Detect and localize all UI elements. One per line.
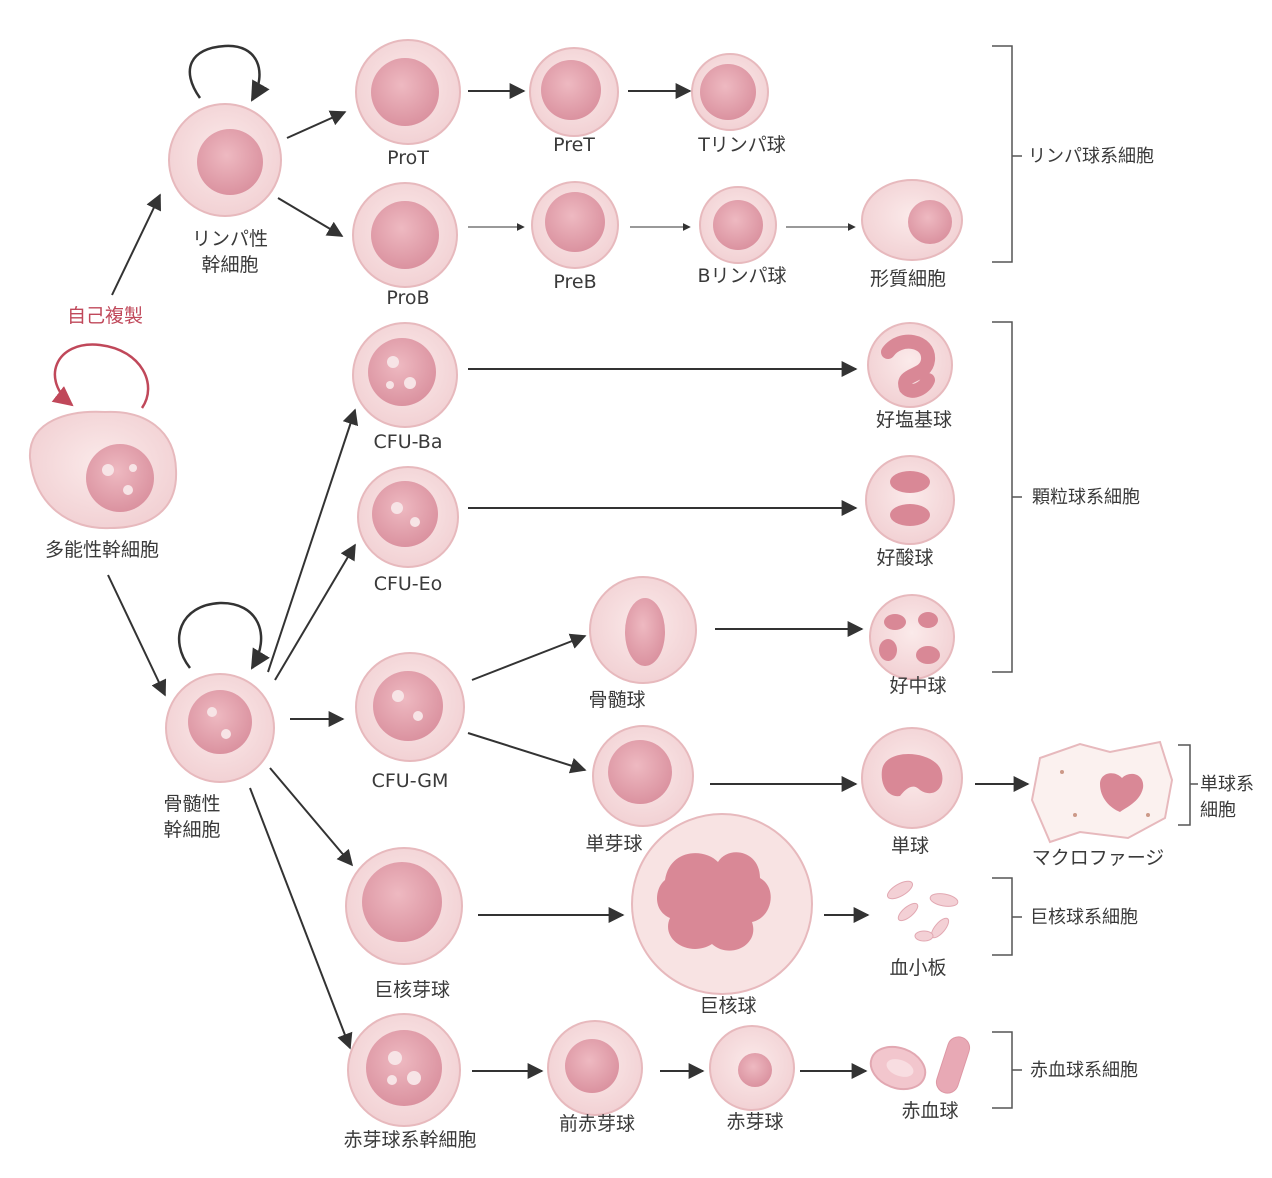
cell-eosinophil [865, 455, 955, 545]
label-neutrophil: 好中球 [889, 675, 946, 697]
cell-b-lymphocyte [699, 186, 777, 264]
label-b-lymphocyte: Bリンパ球 [697, 265, 786, 287]
label-pro-b: ProB [386, 287, 429, 309]
cell-monocyte [861, 727, 963, 829]
cell-pro-t [355, 39, 461, 145]
label-cfu-ba: CFU-Ba [374, 431, 443, 453]
label-basophil: 好塩基球 [876, 409, 952, 431]
label-erythroid-stem-cell: 赤芽球系幹細胞 [343, 1129, 476, 1151]
group-label-lymphoid: リンパ球系細胞 [1028, 146, 1154, 167]
group-label-megakaryocyte: 巨核球系細胞 [1030, 907, 1138, 928]
label-megakaryoblast: 巨核芽球 [374, 979, 450, 1001]
label-pre-b: PreB [553, 271, 596, 293]
self-replication-arc-lymphoid [188, 44, 270, 102]
label-self-replication: 自己複製 [67, 305, 143, 327]
label-t-lymphocyte: Tリンパ球 [697, 134, 786, 156]
group-label-monocyte-2: 細胞 [1200, 800, 1236, 821]
label-myeloid-stem-cell-1: 骨髄性 [163, 793, 220, 815]
self-replication-arc-pluripotent [51, 343, 150, 409]
cell-platelets [887, 880, 959, 942]
cell-pro-b [352, 182, 458, 288]
cell-megakaryocyte [631, 813, 813, 995]
cell-erythroid-stem-cell [347, 1013, 461, 1127]
cell-megakaryoblast [345, 847, 463, 965]
label-myeloblast: 骨髄球 [588, 689, 645, 711]
label-lymphoid-stem-cell-1: リンパ性 [192, 228, 268, 250]
cell-plasma-cell [861, 179, 963, 261]
cell-myeloid-stem-cell [165, 673, 275, 783]
label-pre-t: PreT [553, 134, 595, 156]
label-platelet: 血小板 [889, 957, 946, 979]
cell-proerythroblast [547, 1020, 643, 1116]
label-erythrocyte: 赤血球 [901, 1100, 958, 1122]
label-plasma-cell: 形質細胞 [870, 268, 946, 290]
label-cfu-gm: CFU-GM [372, 770, 449, 792]
cell-macrophage [1030, 740, 1174, 844]
label-myeloid-stem-cell-2: 幹細胞 [163, 819, 220, 841]
label-erythroblast: 赤芽球 [726, 1111, 783, 1133]
group-label-granulocyte: 顆粒球系細胞 [1032, 487, 1140, 508]
group-label-erythrocyte: 赤血球系細胞 [1030, 1060, 1138, 1081]
cell-pluripotent-stem-cell [28, 410, 178, 530]
label-lymphoid-stem-cell-2: 幹細胞 [201, 254, 258, 276]
label-macrophage: マクロファージ [1032, 847, 1165, 869]
label-megakaryocyte: 巨核球 [699, 995, 756, 1017]
cell-neutrophil [869, 594, 955, 680]
label-pro-t: ProT [387, 147, 429, 169]
label-cfu-eo: CFU-Eo [374, 573, 443, 595]
label-eosinophil: 好酸球 [876, 547, 933, 569]
label-proerythroblast: 前赤芽球 [559, 1113, 635, 1135]
cell-erythroblast [709, 1025, 795, 1111]
cell-pre-t [529, 47, 619, 137]
cell-cfu-ba [352, 322, 458, 428]
group-label-monocyte-1: 単球系 [1200, 774, 1254, 795]
cell-cfu-gm [355, 652, 465, 762]
cell-myeloblast [589, 576, 697, 684]
label-monoblast: 単芽球 [585, 833, 642, 855]
cell-monoblast [592, 725, 694, 827]
cell-erythrocytes [869, 1036, 971, 1094]
cell-t-lymphocyte [691, 53, 769, 131]
group-brackets [992, 45, 1198, 1109]
label-monocyte: 単球 [891, 835, 929, 857]
label-pluripotent-stem-cell: 多能性幹細胞 [45, 539, 159, 561]
arrows [107, 83, 1030, 1079]
cell-pre-b [531, 181, 619, 269]
cell-cfu-eo [357, 466, 459, 568]
cell-basophil [867, 322, 953, 408]
self-replication-arc-myeloid [177, 601, 270, 670]
cell-lymphoid-stem-cell [168, 103, 282, 217]
